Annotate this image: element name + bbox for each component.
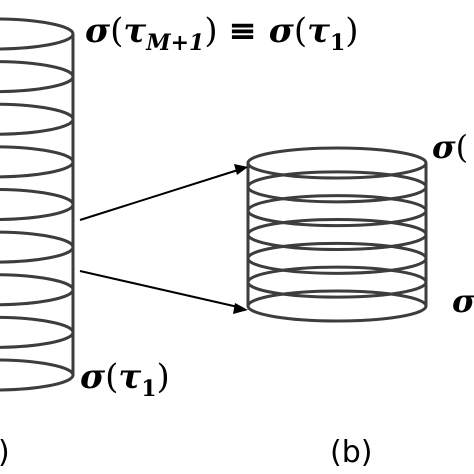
label-sigma-tau-m-plus-1-equiv: σ(τM+1) ≡ σ(τ1) [85,11,359,56]
arrow-lower-shaft [79,270,239,308]
label-right-bottom-sigma-glyph: σ [452,282,474,320]
right-ring-3 [246,194,428,228]
left-ring-4 [0,145,75,179]
left-ring-5 [0,188,75,221]
label-right-top-sigma-glyph: σ [432,128,456,166]
label-bottom-tau: τ [118,357,141,397]
label-top-equiv: ≡ [228,11,257,51]
right-ring-1 [246,146,428,180]
right-ring-4 [246,218,428,251]
arrow-upper [79,164,248,221]
label-right-top-sigma: σ( [432,128,468,166]
left-ring-7 [0,273,75,307]
arrow-lower-head [233,303,248,314]
left-ring-3 [0,102,75,136]
left-cylinder-rings [0,17,75,392]
label-top-sub-1: 1 [330,30,345,56]
right-ring-7 [246,289,428,323]
label-top-sub-m-plus-1: M+1 [145,30,204,56]
panel-a-label: ) [0,435,10,470]
left-ring-2 [0,60,75,94]
right-cylinder [246,146,428,323]
label-sigma-tau-1-bottom: σ(τ1) [80,357,170,402]
panel-b-label: (b) [330,435,372,470]
label-top-tau-1: τ [123,11,146,51]
arrow-lower [79,270,248,314]
left-ring-8 [0,315,75,349]
label-top-tau-2: τ [307,11,330,51]
left-ring-9 [0,358,75,392]
label-right-bottom-sigma: σ [452,282,474,320]
arrow-upper-shaft [79,169,239,221]
label-top-sigma-1: σ [85,11,111,51]
right-cylinder-rings [246,146,428,323]
left-ring-1 [0,17,75,51]
right-ring-6 [246,265,428,299]
right-ring-5 [246,241,428,275]
label-top-sigma-2: σ [269,11,295,51]
arrow-upper-head [234,164,248,175]
right-ring-2 [246,170,428,204]
label-bottom-sub-1: 1 [141,376,156,402]
left-cylinder [0,17,75,392]
label-bottom-sigma: σ [80,357,106,397]
left-ring-6 [0,230,75,264]
